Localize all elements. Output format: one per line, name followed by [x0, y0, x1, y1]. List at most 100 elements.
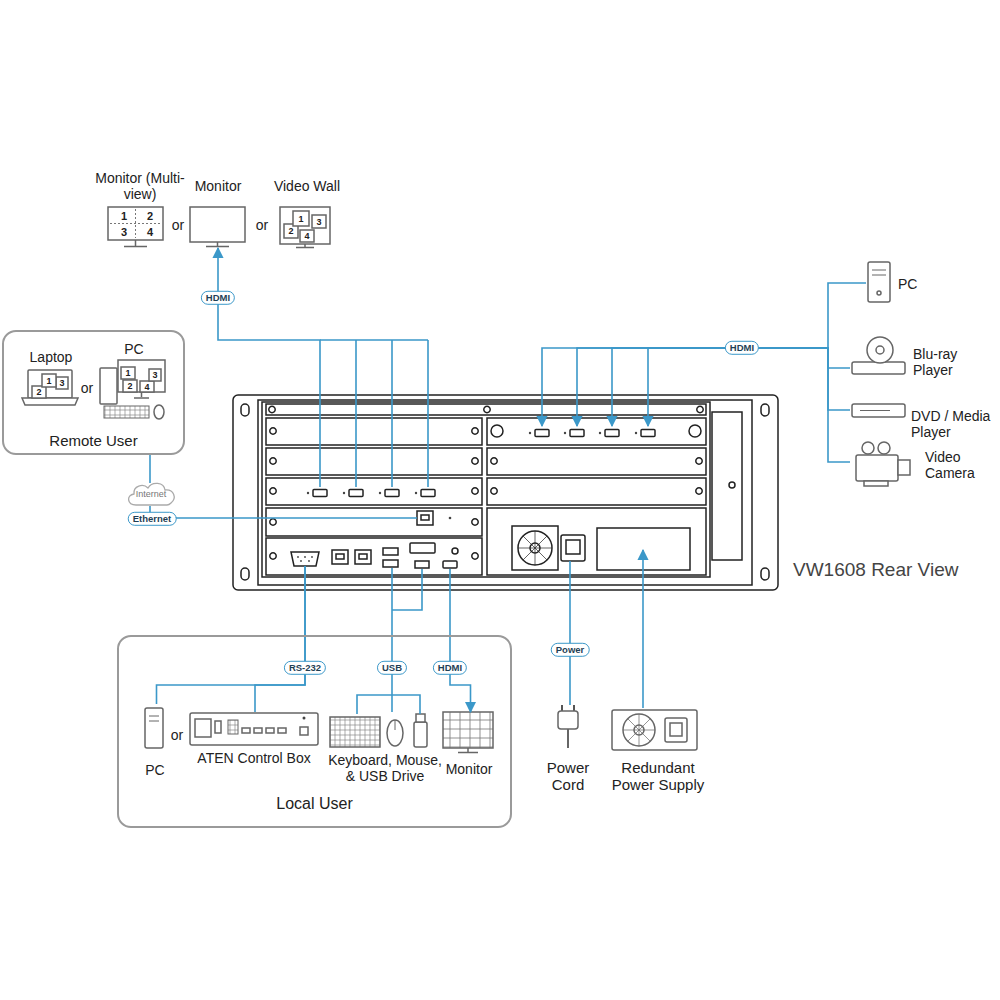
chassis-drawing-part: [233, 395, 778, 590]
chassis-drawing-part: [529, 430, 549, 437]
cable-connector: [391, 568, 393, 712]
chassis-drawing-part: [266, 508, 482, 536]
local-icons-part: [303, 717, 306, 720]
vw1608-chassis: VW1608 Rear View: [233, 395, 778, 590]
laptop: Laptop: [20, 349, 85, 407]
node-caption: Redundant Power Supply: [602, 759, 714, 794]
monitor-icons-part: [124, 240, 147, 247]
remote-icons-part: [32, 386, 46, 398]
local-icons-part: [443, 712, 493, 748]
chassis-drawing-part: [443, 561, 457, 568]
local-icons-part: [195, 719, 211, 737]
chassis-drawing-part: [689, 425, 701, 437]
remote-icons-part: [56, 377, 68, 389]
chassis-drawing-part: [332, 550, 348, 564]
chassis-drawing-part: [308, 560, 310, 562]
monitor-icons-part: [296, 244, 314, 248]
chassis-drawing-part: [487, 418, 706, 445]
signal-badge: USB: [377, 661, 407, 675]
local-icons-part: [300, 727, 308, 735]
node-caption: PC: [140, 762, 170, 778]
chassis-drawing-part: [491, 425, 503, 437]
signal-badge: HDMI: [725, 341, 759, 355]
chassis-drawing-part: [518, 531, 552, 565]
chassis-drawing-part: [266, 448, 482, 475]
monitor-icons-part: [206, 242, 229, 247]
remote-icons-part: [28, 370, 72, 398]
local-icons-part: [242, 728, 250, 733]
group-title: Remote User: [4, 432, 183, 449]
window-number: 2: [36, 388, 41, 397]
chassis-drawing-part: [355, 550, 371, 564]
cable-connector: [255, 566, 305, 712]
bluray-player: Blu-ray Player: [850, 338, 975, 386]
local-icons-part: [665, 718, 687, 742]
window-number: 2: [147, 211, 153, 222]
chassis-drawing-part: [383, 560, 398, 567]
remote-icons-part: [140, 381, 154, 392]
remote-icons-part: [42, 374, 56, 387]
node-caption: Monitor: [185, 178, 251, 194]
pc-source: PC: [866, 260, 931, 307]
source-icons-part: [868, 262, 890, 302]
source-icons-part: [872, 270, 886, 275]
chassis-drawing-part: [266, 418, 482, 445]
chassis-drawing-part: [561, 535, 585, 561]
chassis-drawing-part: [415, 561, 429, 568]
dvd-player: DVD / Media Player: [850, 398, 997, 444]
chassis-drawing-part: [270, 488, 276, 494]
extra-wires-part: [320, 340, 428, 487]
chassis-drawing-part: [729, 482, 735, 488]
local-icons-part: [623, 714, 655, 746]
monitor-local: Monitor: [440, 712, 501, 780]
signal-badge: HDMI: [433, 661, 467, 675]
source-icons-part: [856, 455, 898, 481]
chassis-drawing-part: [417, 511, 433, 525]
local-icons-part: [612, 710, 697, 750]
cable-connector: [642, 550, 644, 708]
chassis-drawing-part: [635, 430, 655, 437]
chassis-drawing-part: [696, 488, 702, 494]
local-icons-part: [414, 722, 427, 747]
chassis-drawing-part: [270, 553, 276, 559]
node-caption: PC: [898, 276, 928, 292]
node-caption: DVD / Media Player: [911, 408, 995, 440]
group-title: Local User: [119, 795, 510, 813]
monitor: Monitor: [185, 178, 254, 248]
local-icons-part: [395, 720, 396, 730]
chassis-drawing-part: [472, 458, 478, 464]
window-number: 1: [298, 214, 303, 223]
cable-connector: [648, 348, 850, 462]
node-caption: Monitor: [440, 761, 498, 777]
cable-connector: [450, 569, 471, 712]
redundant-psu: Redundant Power Supply: [602, 708, 717, 797]
pc-local: PC: [140, 704, 173, 780]
signal-badge: Ethernet: [128, 512, 177, 526]
chassis-drawing-part: [241, 568, 249, 580]
chassis-drawing-part: [491, 458, 497, 464]
window-number: 1: [121, 211, 127, 222]
chassis-drawing-part: [415, 490, 435, 497]
source-icons-part: [877, 291, 881, 295]
window-number: 3: [316, 217, 321, 226]
remote-user-group: Remote User Laptop PC: [2, 330, 185, 455]
chassis-drawing-part: [487, 478, 706, 505]
chassis-drawing-part: [761, 568, 769, 580]
source-icons-part: [898, 460, 910, 475]
cable-connector: [149, 455, 151, 483]
chassis-drawing-part: [599, 430, 619, 437]
local-icons-part: [145, 708, 163, 748]
remote-icons-part: [134, 392, 149, 398]
source-icons-part: [862, 442, 874, 454]
window-number: 2: [127, 382, 132, 391]
chassis-drawing-part: [307, 490, 327, 497]
signal-badge: HDMI: [201, 291, 235, 305]
chassis-drawing-part: [566, 540, 580, 554]
chassis-drawing-part: [491, 488, 497, 494]
chassis-drawing-part: [472, 519, 478, 525]
chassis-drawing-part: [291, 552, 319, 566]
node-caption: PC: [100, 341, 168, 357]
chassis-drawing-part: [761, 404, 769, 416]
